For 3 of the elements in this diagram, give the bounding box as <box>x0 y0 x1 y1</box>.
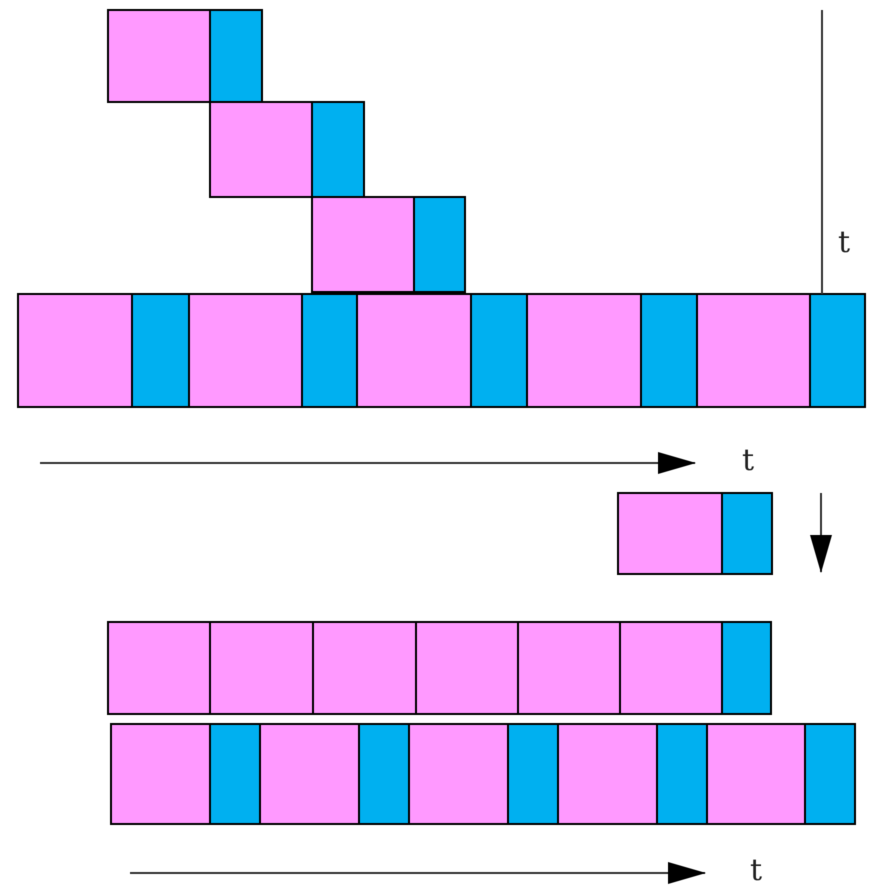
axis-label: t <box>742 446 754 476</box>
axis-label: t <box>838 228 850 258</box>
axis-label: t <box>750 856 762 886</box>
